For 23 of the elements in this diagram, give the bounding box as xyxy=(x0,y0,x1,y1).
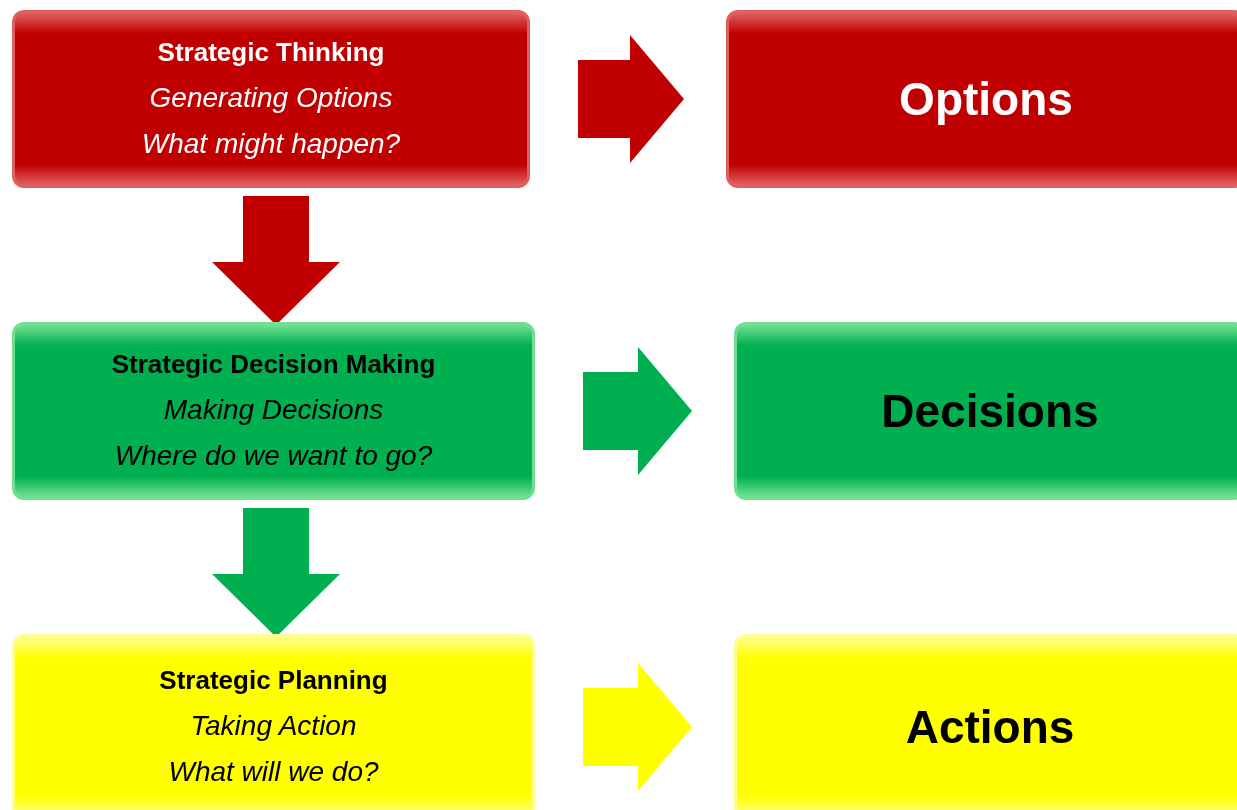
box-label: Options xyxy=(899,72,1073,126)
box-subtitle: Generating Options xyxy=(149,82,393,114)
box-heading: Strategic Planning xyxy=(159,665,388,695)
box-subtitle: Taking Action xyxy=(190,710,357,742)
process-box xyxy=(12,634,535,810)
box-subtitle: What will we do? xyxy=(168,757,379,789)
process-box xyxy=(734,634,1237,810)
process-box xyxy=(734,322,1237,500)
box-subtitle: What might happen? xyxy=(141,129,401,161)
block-arrow xyxy=(578,35,684,163)
process-box xyxy=(726,10,1237,188)
box-subtitle: Where do we want to go? xyxy=(114,441,433,473)
process-box xyxy=(12,322,535,500)
box-subtitle: Making Decisions xyxy=(163,394,384,426)
block-arrow xyxy=(212,196,340,325)
block-arrow xyxy=(583,663,692,791)
block-arrow xyxy=(583,347,692,475)
process-box xyxy=(12,10,530,188)
box-label: Decisions xyxy=(881,384,1099,438)
box-label: Actions xyxy=(905,700,1075,754)
box-heading: Strategic Decision Making xyxy=(111,349,436,379)
box-heading: Strategic Thinking xyxy=(157,37,385,67)
block-arrow xyxy=(212,508,340,637)
